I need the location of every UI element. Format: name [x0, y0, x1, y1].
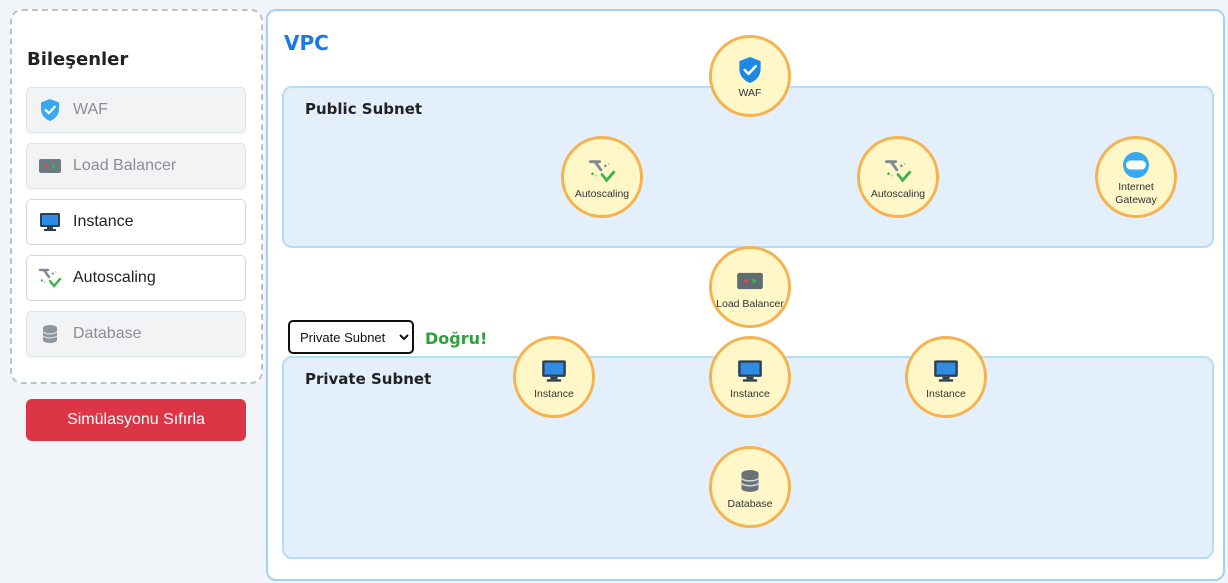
node-instance[interactable]: Instance — [705, 332, 793, 420]
monitor-icon — [540, 357, 568, 385]
node-load-balancer[interactable]: Load Balancer — [705, 242, 793, 330]
node-autoscaling[interactable]: Autoscaling — [853, 132, 941, 220]
node-autoscaling[interactable]: Autoscaling — [557, 132, 645, 220]
node-waf[interactable]: WAF — [705, 31, 793, 119]
feedback-correct: Doğru! — [425, 329, 488, 348]
database-icon — [736, 467, 764, 495]
reset-simulation-button[interactable]: Simülasyonu Sıfırla — [26, 399, 246, 441]
load-balancer-icon — [38, 154, 62, 178]
autoscaling-icon — [38, 266, 62, 290]
component-label: Database — [73, 325, 142, 342]
node-label: Autoscaling — [870, 188, 926, 200]
shield-icon — [38, 98, 62, 122]
components-title: Bileşenler — [27, 49, 129, 70]
component-label: WAF — [73, 101, 108, 118]
private-subnet-title: Private Subnet — [305, 370, 432, 388]
node-label: Autoscaling — [574, 188, 630, 200]
node-internet-gateway[interactable]: Internet Gateway — [1091, 132, 1179, 220]
node-label: Load Balancer — [716, 298, 784, 310]
node-instance[interactable]: Instance — [901, 332, 989, 420]
component-instance[interactable]: Instance — [26, 199, 246, 245]
shield-icon — [736, 56, 764, 84]
node-label: Internet Gateway — [1115, 181, 1157, 206]
node-label: Instance — [730, 388, 770, 400]
subnet-select[interactable]: Private Subnet — [288, 320, 414, 354]
node-database[interactable]: Database — [705, 442, 793, 530]
database-icon — [38, 322, 62, 346]
autoscaling-icon — [884, 157, 912, 185]
component-waf[interactable]: WAF — [26, 87, 246, 133]
node-label: Instance — [534, 388, 574, 400]
monitor-icon — [38, 210, 62, 234]
component-database[interactable]: Database — [26, 311, 246, 357]
node-instance[interactable]: Instance — [509, 332, 597, 420]
monitor-icon — [932, 357, 960, 385]
component-label: Instance — [73, 213, 134, 230]
component-autoscaling[interactable]: Autoscaling — [26, 255, 246, 301]
autoscaling-icon — [588, 157, 616, 185]
component-label: Load Balancer — [73, 157, 177, 174]
internet-gateway-icon — [1122, 151, 1150, 179]
vpc-title: VPC — [284, 31, 329, 55]
monitor-icon — [736, 357, 764, 385]
node-label: Database — [727, 498, 773, 510]
component-label: Autoscaling — [73, 269, 156, 286]
node-label: Instance — [926, 388, 966, 400]
node-label: WAF — [738, 87, 762, 99]
component-load-balancer[interactable]: Load Balancer — [26, 143, 246, 189]
load-balancer-icon — [736, 267, 764, 295]
public-subnet-title: Public Subnet — [305, 100, 423, 118]
